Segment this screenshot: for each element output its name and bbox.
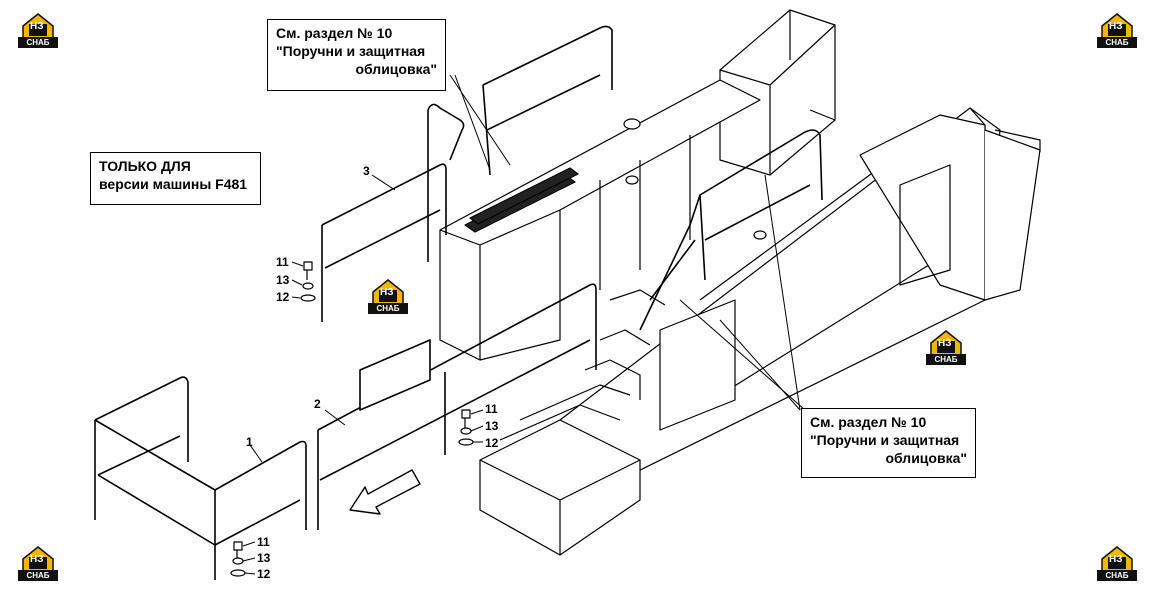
logo-caption: СНАБ — [368, 303, 408, 314]
handrail-3 — [321, 103, 465, 322]
logo-letters: НЗ — [30, 554, 44, 565]
callout-right-section-10: См. раздел № 10 "Поручни и защитная обли… — [801, 408, 976, 478]
brand-logo-top-right: НЗ СНАБ — [1097, 12, 1137, 48]
callout-left-line2: версии машины F481 — [99, 176, 248, 192]
part-number-11-b: 11 — [485, 402, 498, 416]
logo-caption: СНАБ — [1097, 570, 1137, 581]
brand-logo-bottom-right: НЗ СНАБ — [1097, 545, 1137, 581]
house-icon — [930, 330, 962, 356]
brand-logo-top-left: НЗ СНАБ — [18, 12, 58, 48]
brand-logo-center-right: НЗ СНАБ — [926, 329, 966, 365]
callout-top-line1: См. раздел № 10 — [276, 25, 393, 41]
callout-right-line2: "Поручни и защитная — [810, 432, 960, 448]
part-number-11-a: 11 — [276, 255, 289, 269]
callout-top-section-10: См. раздел № 10 "Поручни и защитная обли… — [267, 19, 446, 91]
handrail-1 — [94, 376, 307, 580]
cab-tower — [719, 9, 836, 176]
part-number-2: 2 — [314, 397, 321, 411]
callout-top-line2: "Поручни и защитная — [276, 43, 426, 59]
logo-caption: СНАБ — [18, 37, 58, 48]
logo-letters: НЗ — [1109, 21, 1123, 32]
part-number-1: 1 — [246, 435, 253, 449]
house-icon — [1101, 13, 1133, 39]
logo-letters: НЗ — [1109, 554, 1123, 565]
callout-left-line1: ТОЛЬКО ДЛЯ — [99, 158, 191, 174]
part-number-13-a: 13 — [276, 273, 290, 287]
house-icon — [372, 279, 404, 305]
callout-right-line3: облицовка" — [885, 450, 967, 466]
house-icon — [22, 546, 54, 572]
direction-arrow — [349, 469, 421, 515]
house-icon — [1101, 546, 1133, 572]
logo-letters: НЗ — [380, 287, 394, 298]
part-number-11-c: 11 — [257, 535, 270, 549]
logo-caption: СНАБ — [18, 570, 58, 581]
hardware-stack-1 — [300, 261, 316, 302]
callout-version-note: ТОЛЬКО ДЛЯ версии машины F481 — [90, 152, 261, 205]
part-number-12-c: 12 — [257, 567, 271, 581]
callout-right-line1: См. раздел № 10 — [810, 414, 927, 430]
callout-top-line3: облицовка" — [355, 61, 437, 77]
part-number-13-b: 13 — [485, 419, 499, 433]
hardware-stack-2 — [458, 409, 474, 446]
part-number-12-b: 12 — [485, 436, 499, 450]
part-number-12-a: 12 — [276, 290, 290, 304]
hardware-stack-3 — [230, 541, 246, 577]
leader-lines — [242, 74, 806, 575]
brand-logo-bottom-left: НЗ СНАБ — [18, 545, 58, 581]
part-number-13-c: 13 — [257, 551, 271, 565]
part-number-3: 3 — [363, 164, 370, 178]
logo-letters: НЗ — [938, 338, 952, 349]
logo-caption: СНАБ — [1097, 37, 1137, 48]
logo-caption: СНАБ — [926, 354, 966, 365]
logo-letters: НЗ — [30, 21, 44, 32]
handrail-2 — [317, 283, 597, 530]
brand-logo-center-left: НЗ СНАБ — [368, 278, 408, 314]
upper-handrail — [482, 25, 823, 331]
house-icon — [22, 13, 54, 39]
